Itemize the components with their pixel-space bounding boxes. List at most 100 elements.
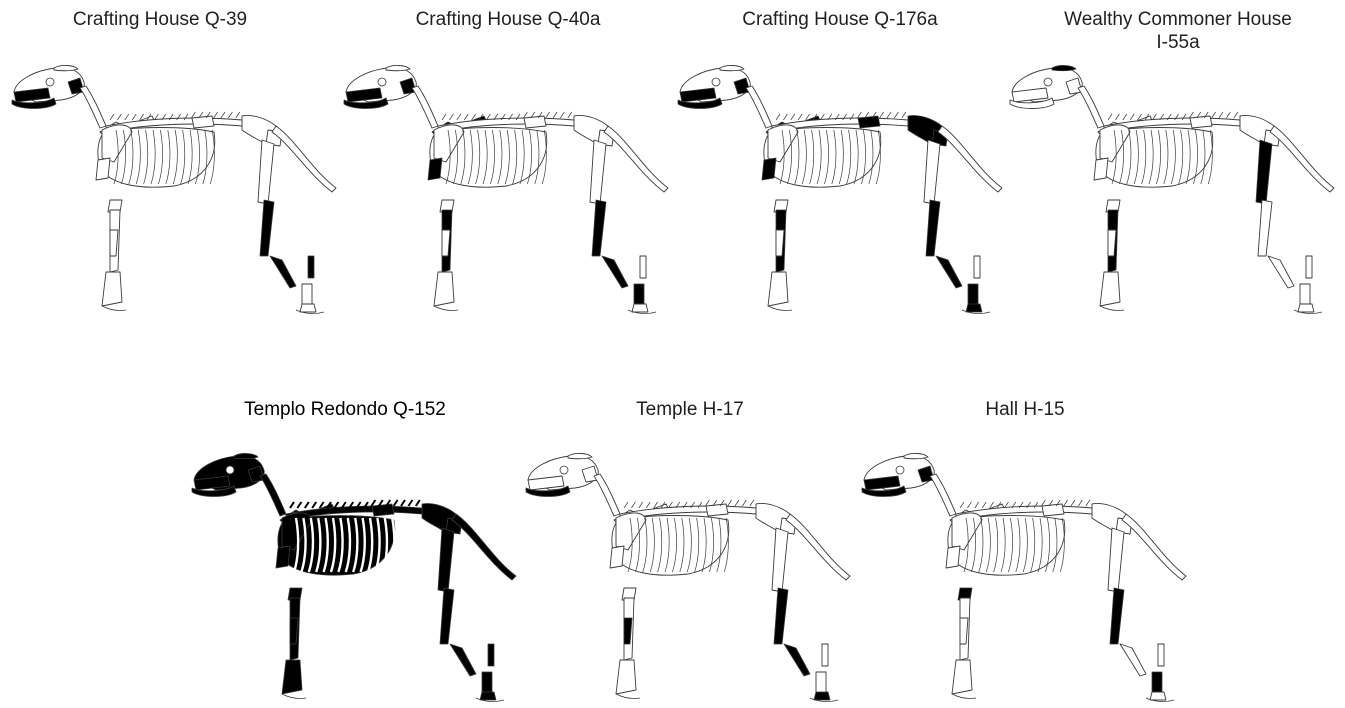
spinous-process <box>553 112 557 118</box>
bone-fore-foot <box>282 660 302 694</box>
spinous-process <box>1071 500 1075 506</box>
bone-cervical <box>412 86 438 128</box>
bone-right-metatarsal <box>1158 644 1164 666</box>
bone-cranium-top <box>904 453 928 458</box>
spinous-process <box>214 112 218 118</box>
bone-fore-foot <box>768 272 788 306</box>
bone-lumbar-vertebrae <box>372 504 394 516</box>
spinous-process <box>132 114 136 120</box>
spinous-process <box>1123 114 1127 120</box>
panel-title: Crafting House Q-40a <box>380 8 636 31</box>
bone-femur <box>590 140 606 204</box>
bone-humerus-proximal <box>1094 158 1108 180</box>
spinous-process <box>117 114 121 120</box>
bone-cervical <box>1078 86 1104 128</box>
bone-hind-metatarsals <box>816 672 826 694</box>
paw <box>282 694 306 699</box>
paw <box>952 694 976 699</box>
spinous-process <box>457 114 461 120</box>
dog-skeleton-diagram <box>6 60 341 320</box>
bone-lumbar-vertebrae <box>524 116 546 128</box>
spinous-process <box>1064 500 1068 506</box>
bone-tail <box>786 514 850 580</box>
spinous-process <box>705 500 709 506</box>
spinous-process <box>1115 114 1119 120</box>
spinous-process <box>902 112 906 118</box>
spinous-process <box>1234 112 1238 118</box>
spinous-process <box>546 112 550 118</box>
bone-tail <box>1122 514 1186 580</box>
spinous-process <box>624 502 628 508</box>
spinous-process <box>776 114 780 120</box>
bone-hind-metatarsals <box>1300 284 1310 306</box>
spinous-process <box>887 112 891 118</box>
spinous-process <box>560 112 564 118</box>
bone-left-tarsal <box>270 256 296 288</box>
bone-tail <box>604 126 668 192</box>
bone-hind-phalanges <box>480 692 496 700</box>
bone-cranium-top <box>54 65 78 70</box>
spinous-process <box>982 502 986 508</box>
bone-femur <box>772 528 788 592</box>
bone-tail <box>272 126 336 192</box>
spinous-process <box>568 112 572 118</box>
bone-cranium-top <box>568 453 592 458</box>
bone-right-metatarsal <box>640 256 646 278</box>
bone-tail <box>1270 126 1334 192</box>
spinous-process <box>1226 112 1230 118</box>
bone-right-metatarsal <box>1306 256 1312 278</box>
panel-title: Wealthy Commoner House I-55a <box>1038 8 1318 54</box>
spinous-process <box>228 112 232 118</box>
paw <box>102 306 126 311</box>
bone-hind-phalanges <box>814 692 830 700</box>
spinous-process <box>646 502 650 508</box>
bone-lumbar-vertebrae <box>706 504 728 516</box>
spinous-process <box>783 114 787 120</box>
spinous-process <box>449 114 453 120</box>
bone-left-tarsal <box>1120 644 1146 676</box>
bone-hind-metatarsals <box>1152 672 1162 694</box>
bone-left-tarsal <box>602 256 628 288</box>
spinous-process <box>394 500 398 506</box>
bone-hind-metatarsals <box>302 284 312 306</box>
bone-hind-phalanges <box>300 304 316 312</box>
bone-cranium-top <box>720 65 744 70</box>
bone-hind-phalanges <box>1150 692 1166 700</box>
spinous-process <box>312 502 316 508</box>
bone-cervical <box>594 474 620 516</box>
bone-cervical <box>260 474 286 516</box>
spinous-process <box>742 500 746 506</box>
skeleton-group <box>192 453 516 701</box>
bone-tail <box>452 514 516 580</box>
bone-left-tibia <box>1110 588 1124 644</box>
bone-fore-foot <box>434 272 454 306</box>
bone-humerus-proximal <box>946 546 960 568</box>
spinous-process <box>221 112 225 118</box>
bone-cranium-top <box>1052 65 1076 70</box>
bone-fore-foot <box>952 660 972 694</box>
bone-femur <box>924 140 940 204</box>
bone-tail <box>938 126 1002 192</box>
spinous-process <box>1212 112 1216 118</box>
bone-femur <box>258 140 274 204</box>
bone-femur <box>1256 140 1272 204</box>
bone-hind-metatarsals <box>634 284 644 306</box>
spinous-process <box>416 500 420 506</box>
skeleton-group <box>526 453 850 701</box>
bone-humerus-proximal <box>96 158 110 180</box>
bone-humerus-proximal <box>610 546 624 568</box>
paw <box>1100 306 1124 311</box>
bone-left-tibia <box>1258 200 1272 256</box>
bone-cranium-top <box>234 453 258 458</box>
bone-lumbar-vertebrae <box>1190 116 1212 128</box>
spinous-process <box>125 114 129 120</box>
bone-left-tibia <box>774 588 788 644</box>
dog-skeleton-diagram <box>338 60 673 320</box>
bone-cervical <box>746 86 772 128</box>
panel-title: Hall H-15 <box>945 398 1105 421</box>
spinous-process <box>857 112 861 118</box>
dog-skeleton-diagram <box>186 448 521 708</box>
paw <box>434 306 458 311</box>
bone-fore-foot <box>1100 272 1120 306</box>
spinous-process <box>639 502 643 508</box>
